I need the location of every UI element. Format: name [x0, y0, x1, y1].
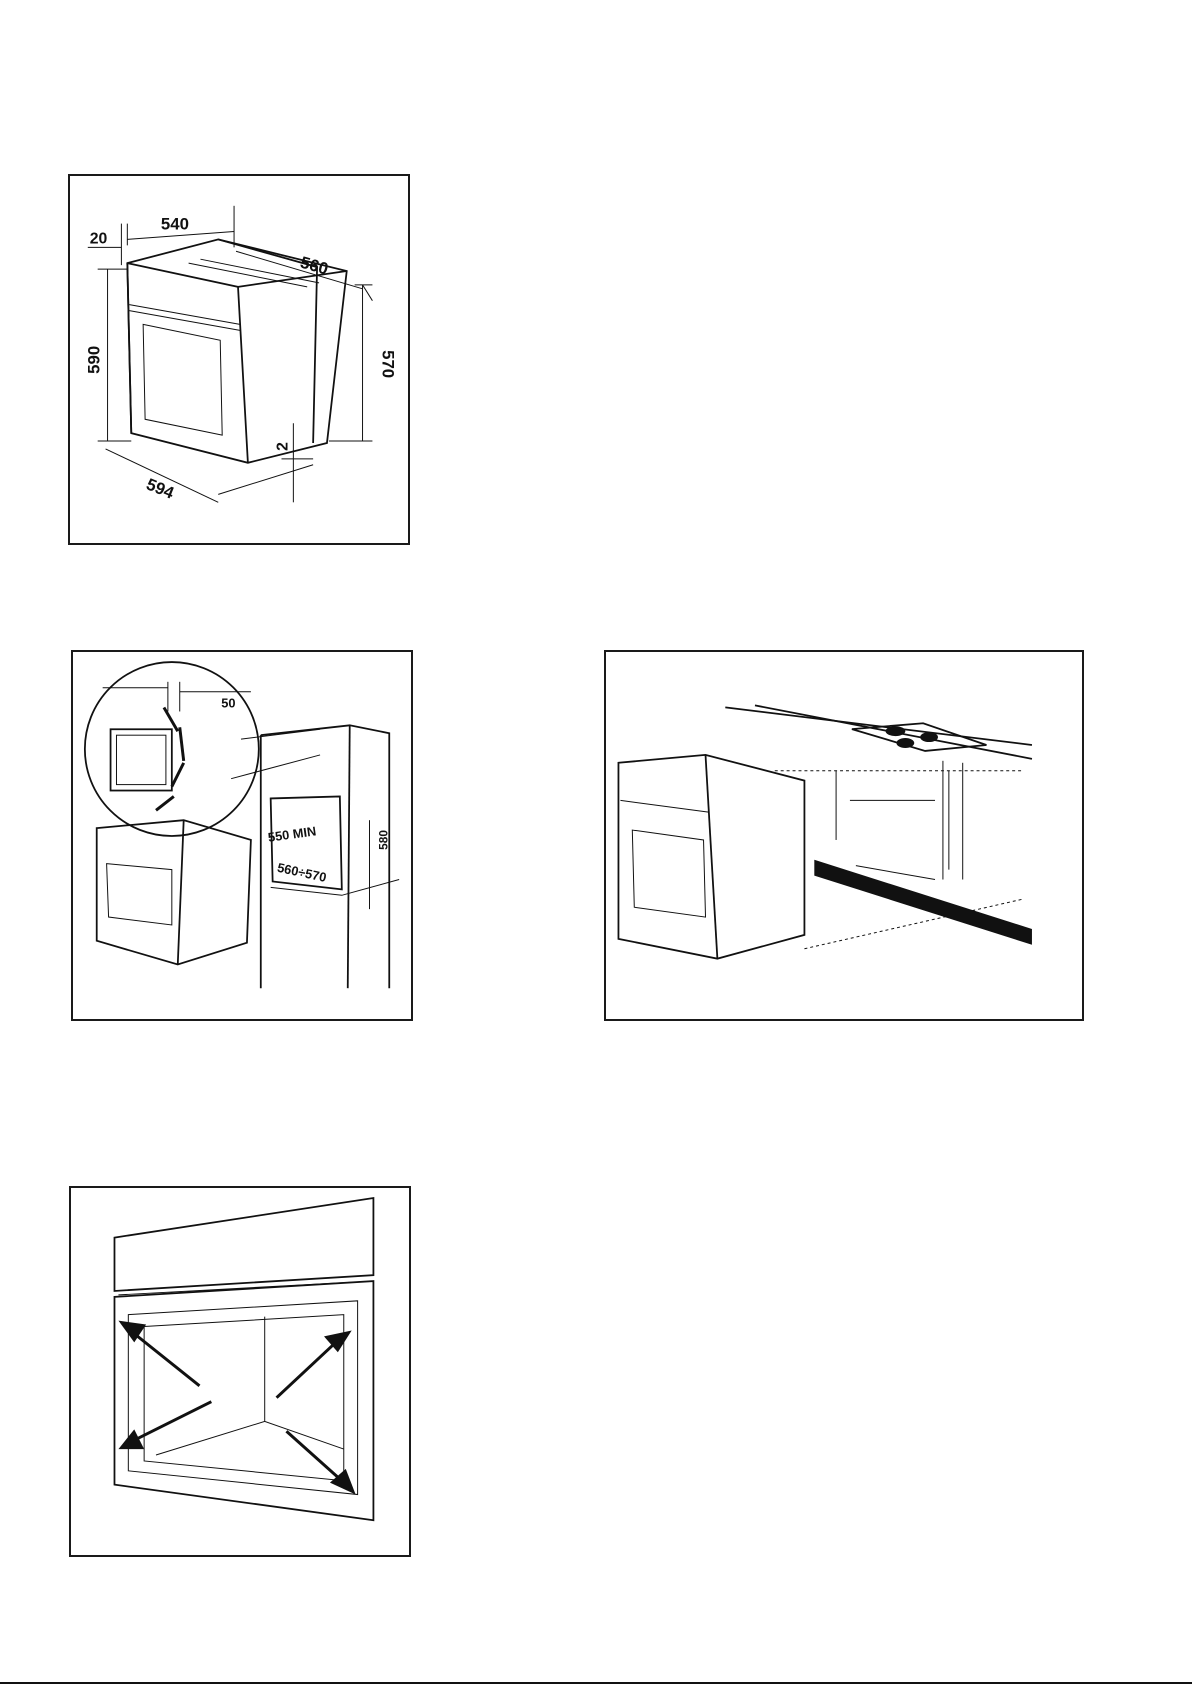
control-panel: [114, 1198, 373, 1291]
oven-dimensions-drawing: 20 540 560 590 570 2 594: [70, 176, 408, 543]
plinth-bar: [814, 860, 1032, 945]
dim-depth: 560: [298, 253, 330, 279]
fixing-points-drawing: [71, 1188, 409, 1555]
fixing-arrow: [118, 1321, 199, 1386]
oven-window: [143, 324, 222, 435]
fixing-points-figure: [69, 1186, 411, 1557]
dim-width-body: 540: [161, 215, 189, 234]
under-counter-installation-figure: [604, 650, 1084, 1021]
oven-dimensions-figure: 20 540 560 590 570 2 594: [68, 174, 410, 545]
dim-front-overhang: 20: [90, 230, 108, 247]
dim-niche-width: 550 MIN: [267, 823, 317, 845]
dim-height-body: 570: [378, 350, 397, 378]
hob-zone: [896, 738, 914, 748]
oven-small-outline: [97, 820, 251, 964]
page-bottom-rule: [0, 1682, 1192, 1684]
dim-niche-height: 580: [376, 830, 390, 850]
fixing-arrow: [277, 1330, 352, 1397]
dim-gap-bottom: 2: [274, 442, 291, 451]
dim-width-front: 594: [144, 475, 178, 503]
dim-niche-depth: 560÷570: [276, 860, 328, 885]
hob-zone: [886, 726, 906, 736]
hob-zone: [920, 732, 938, 742]
column-installation-figure: 50 550 MIN 560÷570 580: [71, 650, 413, 1021]
under-counter-installation-drawing: [606, 652, 1082, 1019]
dim-ventilation-gap: 50: [221, 696, 235, 711]
dim-height-front: 590: [85, 346, 104, 374]
column-installation-drawing: 50 550 MIN 560÷570 580: [73, 652, 411, 1019]
